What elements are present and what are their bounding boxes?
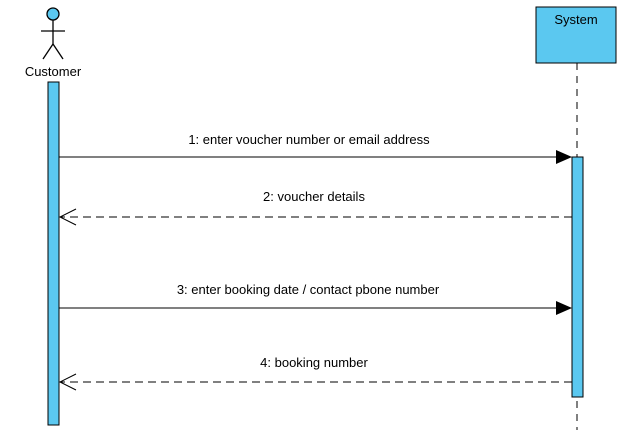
customer-label: Customer bbox=[25, 64, 82, 79]
message-2: 2: voucher details bbox=[58, 189, 572, 226]
system-activation-bar bbox=[571, 156, 584, 398]
message-1-arrowhead bbox=[556, 150, 572, 164]
message-2-label: 2: voucher details bbox=[263, 189, 365, 204]
message-4-arrowhead bbox=[58, 373, 77, 391]
message-2-arrowhead bbox=[58, 208, 77, 226]
customer-activation-bar bbox=[47, 81, 60, 426]
message-3: 3: enter booking date / contact pbone nu… bbox=[59, 282, 572, 315]
message-4-label: 4: booking number bbox=[260, 355, 368, 370]
message-1: 1: enter voucher number or email address bbox=[59, 132, 572, 164]
system-label: System bbox=[554, 12, 597, 27]
message-3-label: 3: enter booking date / contact pbone nu… bbox=[177, 282, 440, 297]
system-participant-box bbox=[535, 6, 617, 64]
message-4: 4: booking number bbox=[58, 355, 572, 391]
message-3-arrowhead bbox=[556, 301, 572, 315]
customer-actor-icon bbox=[41, 7, 65, 60]
message-1-label: 1: enter voucher number or email address bbox=[188, 132, 430, 147]
